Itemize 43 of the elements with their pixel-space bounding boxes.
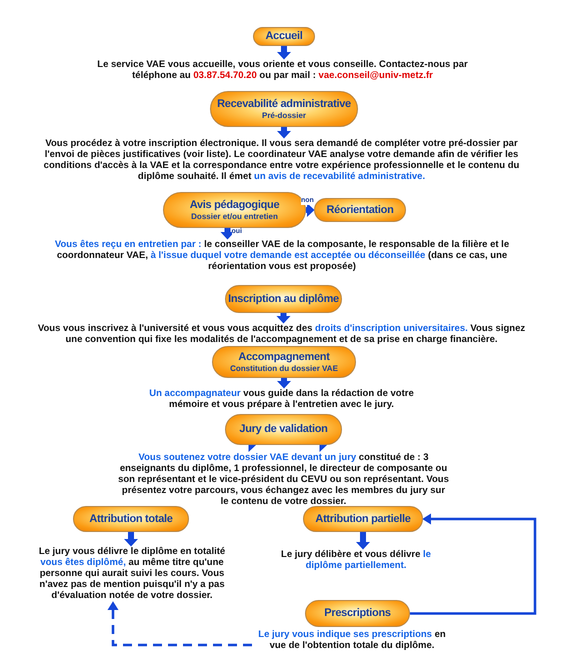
stage-subtitle: Constitution du dossier VAE — [230, 364, 338, 374]
arrow — [277, 46, 291, 60]
description-text: Vous êtes reçu en entretien par : le conseiller VAE de la composante, le responsable de la filière et le coordonnateur VAE, à l'issue duquel votre demande est acceptée ou déconseillée (dans ce cas, une réorientation vous est proposée) — [38, 239, 526, 272]
description-text: Le jury délibère et vous délivre le diplôme partiellement. — [275, 549, 437, 571]
arrow — [246, 442, 256, 452]
stage-title: Jury de validation — [239, 423, 328, 436]
stage-title: Recevabilité administrative — [217, 98, 351, 110]
stage-pill — [210, 91, 358, 127]
stage-pill — [305, 600, 410, 627]
description-text: Un accompagnateur vous guide dans la rédaction de votre mémoire et vous prépare à l'entretien avec le jury. — [140, 388, 423, 410]
stage-subtitle: Pré-dossier — [262, 110, 306, 120]
arrow — [277, 378, 291, 389]
arrow — [306, 203, 315, 217]
stage-pill — [73, 506, 189, 532]
stage-title: Prescriptions — [324, 607, 391, 620]
arrow — [108, 601, 252, 646]
stage-title: Attribution totale — [89, 512, 173, 526]
arrow — [277, 127, 291, 139]
description-text: Vous vous inscrivez à l'université et vous vous acquittez des droits d'inscription universitaires. Vous signez une convention qui fixe les modalités de l'accompagnement et de sa prise en charge financière. — [30, 323, 533, 345]
stage-title: Accompagnement — [238, 350, 330, 364]
stage-title: Accueil — [265, 30, 303, 43]
stage-pill — [253, 27, 315, 46]
stage-title: Avis pédagogique — [190, 198, 280, 212]
description-text: Le jury vous délivre le diplôme en totalité vous êtes diplômé, au même titre qu'une personne qui aurait suivi les cours. Vous n'avez pas de mention puisqu'il n'y a pas d'évaluation notée de votre dossier. — [34, 546, 230, 601]
arrow — [124, 532, 138, 547]
description-text: Le service VAE vous accueille, vous oriente et vous conseille. Contactez-nous par téléphone au 03.87.54.70.20 ou par mail : vae.conseil@univ-metz.fr — [90, 59, 475, 81]
stage-pill — [225, 414, 342, 445]
stage-title: Réorientation — [326, 204, 394, 216]
stage-subtitle: Dossier et/ou entretien — [191, 212, 278, 222]
description-text: Le jury vous indique ses prescriptions en vue de l'obtention totale du diplôme. — [252, 629, 452, 651]
description-text: Vous soutenez votre dossier VAE devant un jury constitué de : 3 enseignants du diplôme, 1 professionnel, le directeur de composante ou son représentant et le vice-président du CEVU ou son représentant. Vous présentez votre parcours, vous échangez avec les membres du jury sur le contenu de votre dossier. — [118, 452, 449, 507]
arrow — [220, 228, 234, 240]
stage-pill — [225, 285, 342, 313]
arrow — [410, 514, 536, 615]
arrow — [356, 532, 370, 550]
stage-pill — [303, 506, 423, 532]
description-text: Vous procédez à votre inscription électronique. Il vous sera demandé de compléter votre pré-dossier par l'envoi de pièces justificatives (voir liste). Le coordinateur VAE analyse votre demande afin de vérifier les conditions d'accès à la VAE et la correspondance entre votre expérience professionnelle et le contenu du diplôme souhaité. Il émet un avis de recevabilité administrative. — [30, 138, 533, 182]
stage-pill — [212, 346, 356, 378]
stage-pill — [314, 198, 406, 222]
arrow — [276, 313, 290, 324]
stage-title: Attribution partielle — [315, 512, 411, 526]
stage-title: Inscription au diplôme — [228, 292, 339, 306]
arrow — [316, 442, 327, 452]
